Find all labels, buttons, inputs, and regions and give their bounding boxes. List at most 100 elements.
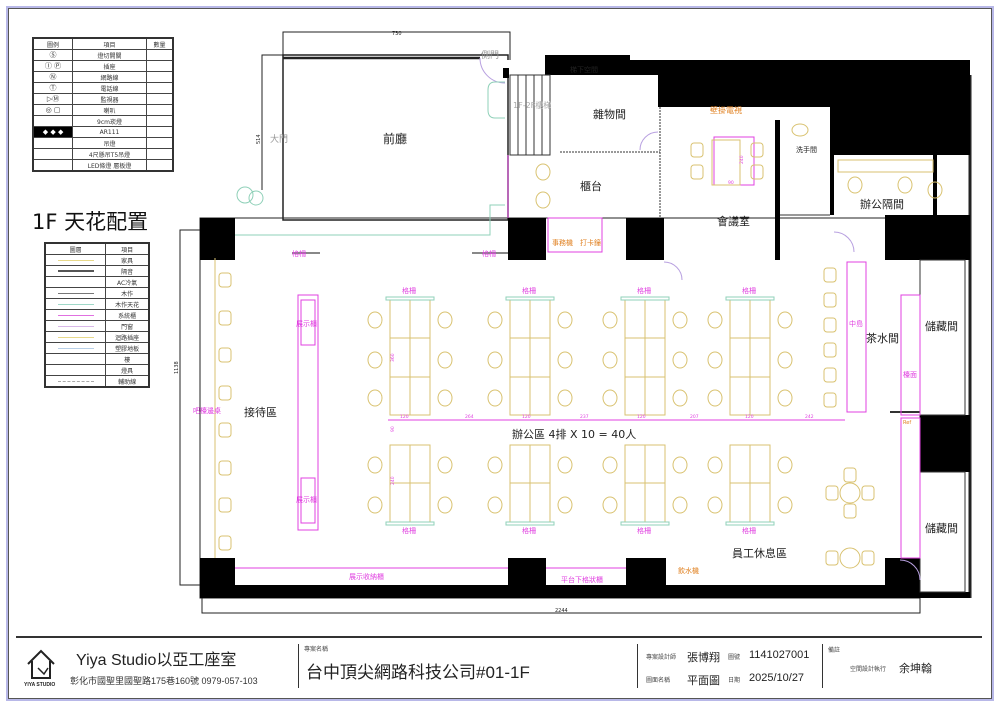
drawing-no: 1141027001: [749, 649, 810, 661]
legend-qty: [145, 104, 174, 116]
legend-qty: [145, 60, 174, 72]
project-label: 專案名稱: [304, 647, 329, 653]
legend-item: LED條燈 層板燈: [72, 159, 147, 172]
title-block: YIYA STUDIO Yiya Studio以亞工座室 彰化市國聖里國聖路17…: [16, 636, 982, 694]
legend-qty: [145, 148, 174, 160]
legend-header: 圖層: [44, 242, 107, 255]
legend-item: 喇叭: [72, 104, 147, 116]
legend-line-swatch: [44, 265, 107, 277]
legend-qty: [145, 115, 174, 127]
executor-name: 余坤翰: [899, 663, 932, 675]
legend-item: 網路線: [72, 71, 147, 83]
legend-symbol-icon: Ⓘ Ⓟ: [32, 60, 74, 72]
designer-label: 專案設計師: [646, 655, 677, 661]
legend-item: AR111: [72, 126, 147, 138]
studio-logo-icon: [27, 649, 55, 679]
legend-item: 輔助線: [105, 375, 150, 388]
legend-row: 迴路插座: [44, 331, 150, 343]
legend-item: 樓: [105, 353, 150, 365]
legend-item: 9cm崁燈: [72, 115, 147, 127]
legend-line-swatch: [44, 254, 107, 266]
legend-symbol-icon: [32, 148, 74, 160]
legend-row: 輔助線: [44, 375, 150, 388]
legend-item: 監視器: [72, 93, 147, 105]
legend-item: 塑膠地板: [105, 342, 150, 354]
legend-line-swatch: [44, 298, 107, 310]
date-label: 日期: [728, 678, 741, 684]
legend-row: 系統櫃: [44, 309, 150, 321]
legend-item: 家具: [105, 254, 150, 266]
drawing-name-label: 圖面名稱: [646, 678, 671, 684]
company-address: 彰化市國聖里國聖路175巷160號 0979-057-103: [70, 676, 258, 686]
legend-item: 隔音: [105, 265, 150, 277]
legend-row: ◎ ▢喇叭: [32, 104, 174, 116]
legend-symbol-icon: Ⓢ: [32, 49, 74, 61]
legend-qty: [145, 93, 174, 105]
legend-row: 門窗: [44, 320, 150, 332]
drawing-title: 1F 天花配置: [32, 210, 149, 234]
legend-row: 家具: [44, 254, 150, 266]
legend-row: ◆ ◆ ◆AR111: [32, 126, 174, 138]
legend-item: 系統櫃: [105, 309, 150, 321]
legend-symbol-icon: [32, 159, 74, 172]
legend-row: 塑膠地板: [44, 342, 150, 354]
legend-row: 隔音: [44, 265, 150, 277]
legend-row: AC冷氣: [44, 276, 150, 288]
legend-symbol-icon: ◆ ◆ ◆: [32, 126, 74, 138]
legend-qty: [145, 126, 174, 138]
legend-item: 燈切開關: [72, 49, 147, 61]
legend-item: 插座: [72, 60, 147, 72]
legend-line-swatch: [44, 375, 107, 388]
legend-symbol-icon: [32, 115, 74, 127]
legend-qty: [145, 49, 174, 61]
drawing-frame: [8, 8, 992, 699]
project-name: 台中頂尖網路科技公司#01-1F: [306, 663, 530, 682]
date-value: 2025/10/27: [749, 672, 805, 684]
legend-row: 燈具: [44, 364, 150, 376]
legend-header: 數量: [145, 37, 174, 50]
legend-row: 9cm崁燈: [32, 115, 174, 127]
legend-row: 木作: [44, 287, 150, 299]
legend-item: 迴路插座: [105, 331, 150, 343]
legend-item: 燈具: [105, 364, 150, 376]
legend-qty: [145, 71, 174, 83]
legend-row: 木作天花: [44, 298, 150, 310]
legend-symbol-icon: Ⓣ: [32, 82, 74, 94]
legend-line-swatch: [44, 331, 107, 343]
legend-item: 電話線: [72, 82, 147, 94]
legend-line-swatch: [44, 342, 107, 354]
legend-item: 木作: [105, 287, 150, 299]
legend-line-swatch: [44, 287, 107, 299]
legend-line-swatch: [44, 276, 107, 288]
legend-item: 木作天花: [105, 298, 150, 310]
legend-qty: [145, 82, 174, 94]
drawing-no-label: 圖號: [728, 655, 741, 661]
legend-row: LED條燈 層板燈: [32, 159, 174, 172]
legend-line-swatch: [44, 353, 107, 365]
legend-row: 4尺懸吊T5吊燈: [32, 148, 174, 160]
legend-qty: [145, 137, 174, 149]
legend-item: 吊燈: [72, 137, 147, 149]
legend-item: 4尺懸吊T5吊燈: [72, 148, 147, 160]
drawing-name: 平面圖: [687, 675, 720, 687]
executor-label: 空間設計執行: [850, 667, 887, 673]
legend-header: 項目: [105, 242, 150, 255]
legend-row: 樓: [44, 353, 150, 365]
legend-header: 項目: [72, 37, 147, 50]
legend-symbol-icon: [32, 137, 74, 149]
legend-symbol-icon: Ⓝ: [32, 71, 74, 83]
logo-text: YIYA STUDIO: [24, 682, 56, 688]
company-name: Yiya Studio以亞工座室: [76, 652, 237, 669]
legend-item: AC冷氣: [105, 276, 150, 288]
legend-symbol-icon: ◎ ▢: [32, 104, 74, 116]
legend-item: 門窗: [105, 320, 150, 332]
legend-line-swatch: [44, 364, 107, 376]
designer-name: 張博翔: [687, 652, 720, 664]
